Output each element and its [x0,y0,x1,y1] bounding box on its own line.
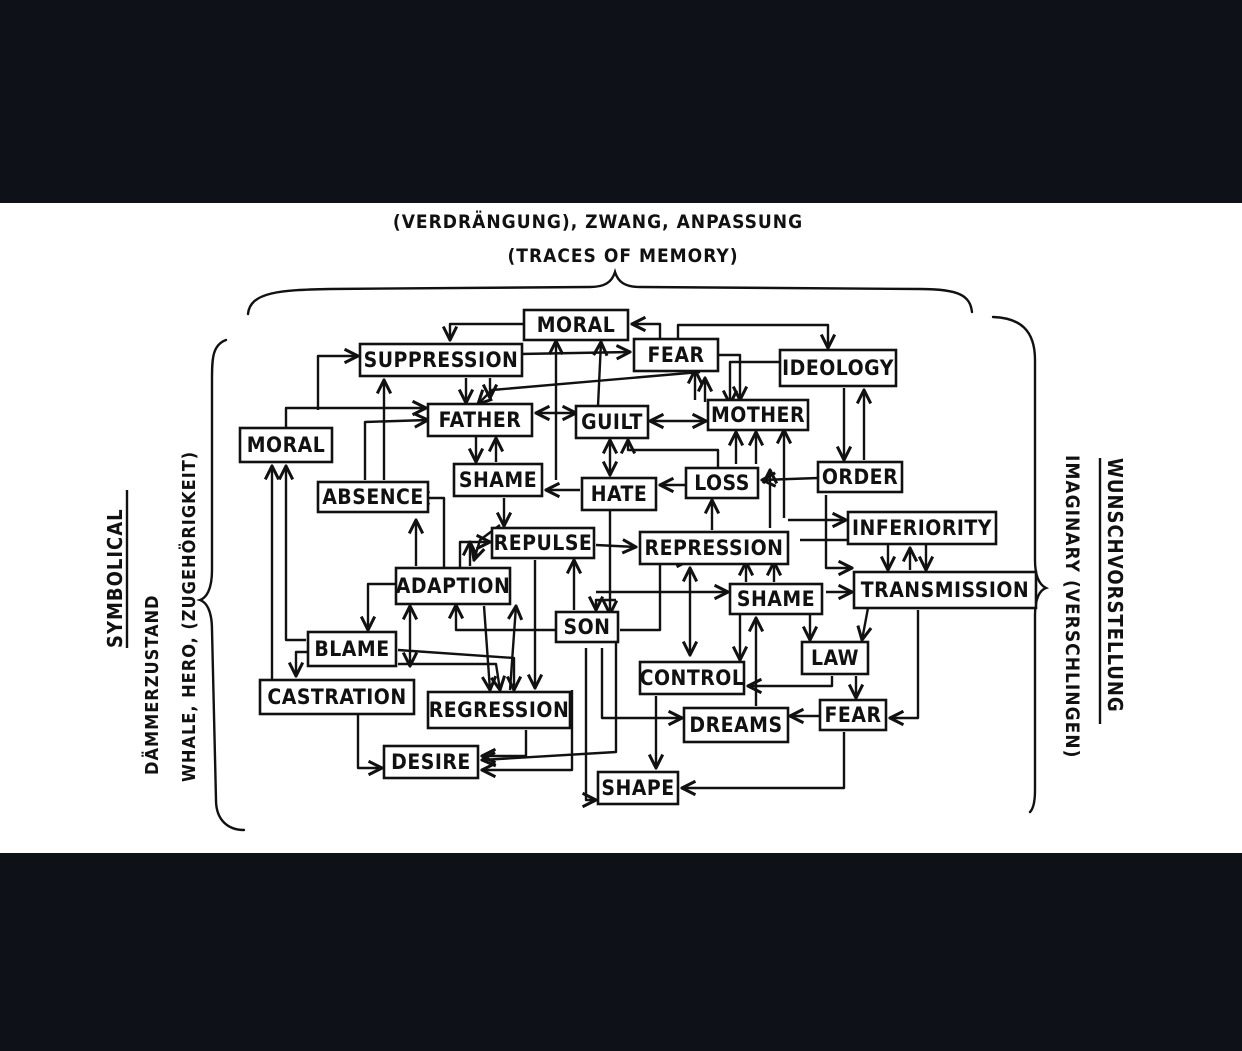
node-dreams: DREAMS [682,706,790,744]
node-guilt: GUILT [574,404,650,440]
svg-text:TRANSMISSION: TRANSMISSION [861,578,1029,602]
svg-text:DREAMS: DREAMS [689,713,782,737]
svg-text:LAW: LAW [811,646,859,670]
svg-text:IDEOLOGY: IDEOLOGY [782,356,894,380]
svg-text:FEAR: FEAR [648,343,705,367]
node-regression: REGRESSION [426,690,572,730]
svg-text:SON: SON [564,615,611,639]
svg-text:MORAL: MORAL [537,313,616,337]
svg-text:ORDER: ORDER [822,465,898,489]
svg-text:CASTRATION: CASTRATION [267,685,406,709]
svg-text:FATHER: FATHER [439,408,522,432]
node-transmission: TRANSMISSION [852,570,1038,610]
concept-diagram: (VERDRÄNGUNG), ZWANG, ANPASSUNG (TRACES … [103,209,1127,832]
node-adaption: ADAPTION [394,566,512,606]
left-line-2: WHALE, HERO, (ZUGEHÖRIGKEIT) [178,451,200,782]
diagram-sheet: (VERDRÄNGUNG), ZWANG, ANPASSUNG (TRACES … [0,203,1242,853]
node-absence: ABSENCE [316,480,430,514]
node-shame-upper: SHAME [452,462,544,498]
svg-text:DESIRE: DESIRE [391,750,471,774]
node-control: CONTROL [638,660,746,696]
left-line-1: DÄMMERZUSTAND [141,595,163,776]
node-desire: DESIRE [382,744,480,780]
imaginary-line: IMAGINARY (VERSCHLINGEN) [1061,455,1083,758]
svg-text:ABSENCE: ABSENCE [322,485,424,509]
svg-text:ADAPTION: ADAPTION [396,574,511,598]
node-shape: SHAPE [596,770,680,806]
edges [272,324,926,800]
svg-text:MOTHER: MOTHER [711,403,805,427]
svg-text:GUILT: GUILT [581,410,643,434]
node-inferiority: INFERIORITY [846,510,998,546]
svg-text:SHAME: SHAME [459,468,537,492]
node-loss: LOSS [684,466,760,500]
node-repulse: REPULSE [490,526,596,560]
node-fear-bottom: FEAR [818,698,888,732]
node-suppression: SUPPRESSION [358,342,524,378]
node-mother: MOTHER [706,398,810,432]
letterbox-bottom [0,853,1242,1051]
svg-text:LOSS: LOSS [694,471,750,495]
svg-text:REPULSE: REPULSE [494,531,593,555]
node-son: SON [554,610,620,644]
node-moral-left: MORAL [238,426,334,464]
node-castration: CASTRATION [258,678,416,716]
symbolical-title: SYMBOLICAL [103,508,127,648]
left-brace [196,338,246,832]
node-fear-top: FEAR [632,337,720,373]
right-brace [991,315,1050,814]
node-hate: HATE [580,476,658,512]
svg-text:REGRESSION: REGRESSION [429,698,570,722]
top-brace [246,267,974,316]
node-order: ORDER [816,460,904,494]
svg-text:REPRESSION: REPRESSION [645,536,784,560]
svg-text:SUPPRESSION: SUPPRESSION [364,348,519,372]
svg-text:INFERIORITY: INFERIORITY [852,516,992,540]
svg-text:BLAME: BLAME [314,637,389,661]
letterbox-top [0,0,1242,203]
node-father: FATHER [426,402,534,438]
node-ideology: IDEOLOGY [778,348,898,388]
svg-text:SHAME: SHAME [737,587,815,611]
svg-text:SHAPE: SHAPE [601,776,674,800]
svg-text:CONTROL: CONTROL [640,666,745,690]
header-line-2: (TRACES OF MEMORY) [507,245,738,267]
node-moral-top: MORAL [522,308,630,342]
node-blame: BLAME [306,630,398,668]
svg-text:MORAL: MORAL [247,433,326,457]
header-line-1: (VERDRÄNGUNG), ZWANG, ANPASSUNG [393,209,803,233]
node-shame-mid: SHAME [728,582,824,616]
node-repression: REPRESSION [638,530,790,566]
svg-text:HATE: HATE [591,482,648,506]
wunschvorstellung-title: WUNSCHVORSTELLUNG [1103,458,1127,713]
svg-text:FEAR: FEAR [825,703,882,727]
node-law: LAW [800,640,870,676]
